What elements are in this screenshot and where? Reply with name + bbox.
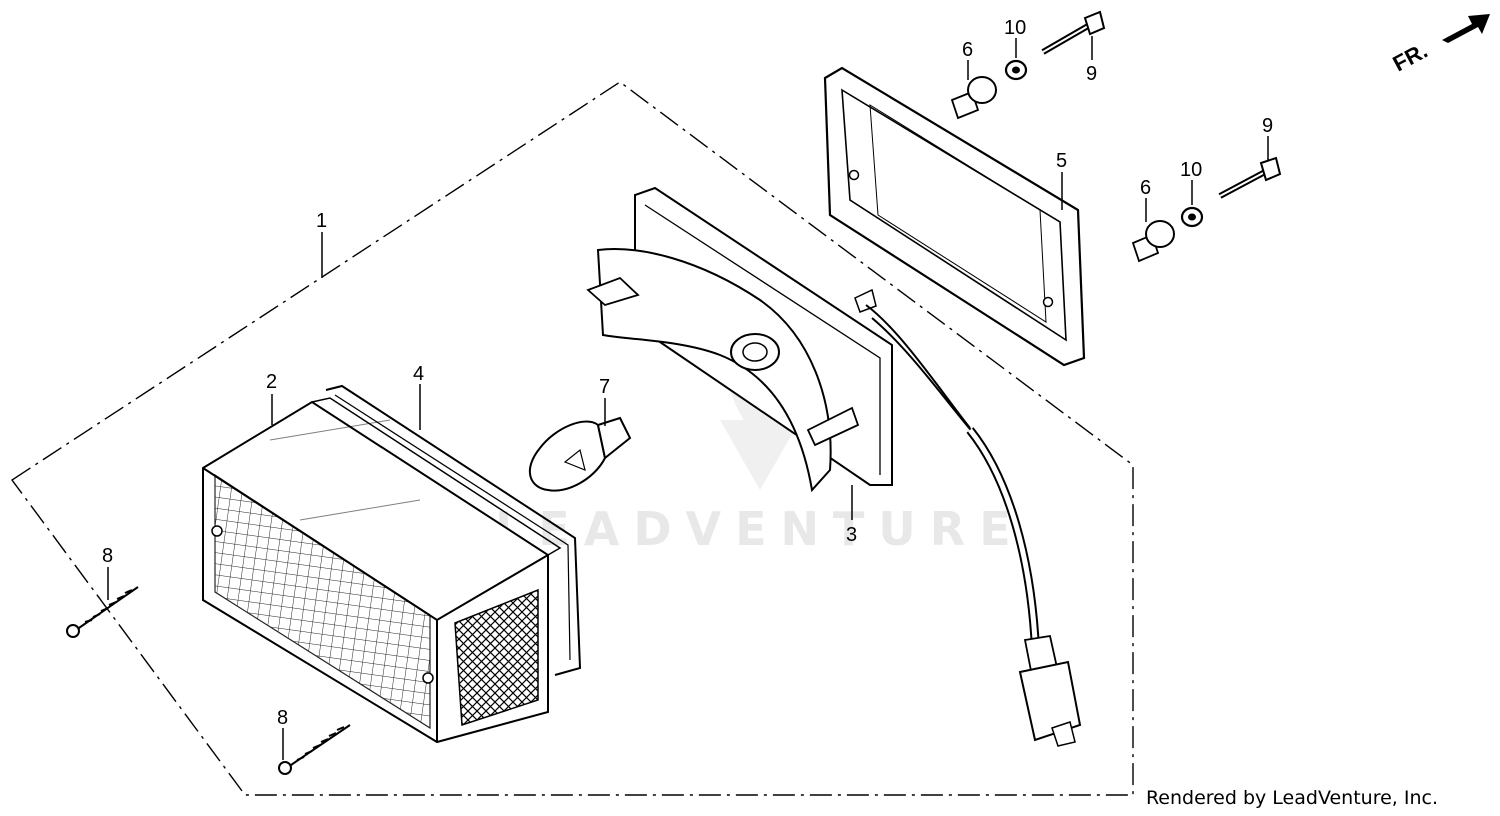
callout-7: 7 [599, 376, 610, 398]
screw-lower-left [66, 586, 139, 638]
collar-lower [1131, 220, 1175, 263]
lens-gasket [325, 384, 582, 676]
front-direction-indicator: FR. [1389, 14, 1490, 76]
bolt-upper [1041, 10, 1106, 55]
wire-harness [865, 304, 1082, 747]
callout-numbers: 1 2 3 4 5 6 6 7 8 8 9 9 10 10 [102, 17, 1273, 729]
assembly-boundary [10, 81, 1134, 796]
front-arrow-icon [1442, 14, 1490, 43]
render-credit: Rendered by LeadVenture, Inc. [1145, 787, 1438, 809]
callout-3: 3 [846, 524, 857, 546]
screw-bottom [278, 724, 351, 775]
front-direction-label: FR. [1389, 38, 1432, 77]
callout-9-upper: 9 [1086, 63, 1097, 85]
lens-housing [202, 397, 562, 744]
collar-upper [950, 76, 997, 120]
lamp-frame [823, 66, 1086, 367]
watermark-text: LEADVENTURE [495, 502, 1025, 556]
bolt-lower [1218, 156, 1282, 199]
bulb [529, 416, 632, 492]
callout-10-lower: 10 [1180, 159, 1202, 181]
callout-8-left: 8 [102, 545, 113, 567]
callout-9-lower: 9 [1262, 115, 1273, 137]
leader-lines [107, 36, 1269, 760]
callout-6-upper: 6 [962, 39, 973, 61]
washer-upper [1004, 59, 1028, 81]
callout-1: 1 [316, 210, 327, 232]
callout-6-lower: 6 [1140, 177, 1151, 199]
lamp-base [586, 186, 893, 493]
callout-4: 4 [413, 363, 424, 385]
callout-8-bottom: 8 [277, 707, 288, 729]
callout-10-upper: 10 [1004, 17, 1026, 39]
washer-lower [1180, 206, 1204, 228]
callout-2: 2 [266, 371, 277, 393]
callout-5: 5 [1056, 150, 1067, 172]
